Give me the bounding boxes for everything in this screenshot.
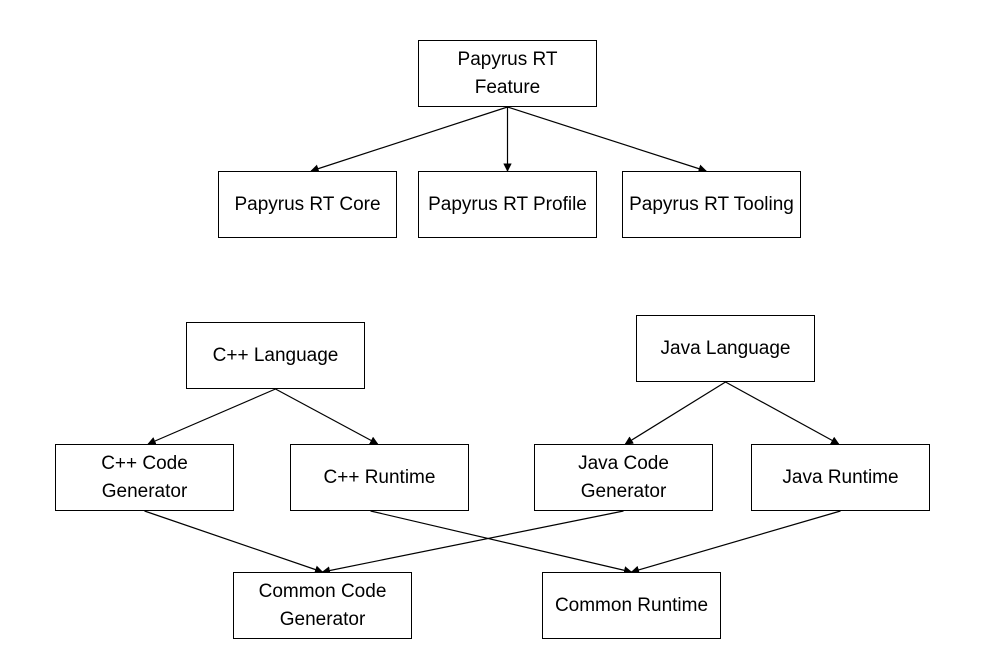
edge-cpp-runtime-to-common-runtime (370, 510, 633, 575)
cpp-language-box: C++ Language (186, 322, 365, 389)
papyrus-rt-core-box: Papyrus RT Core (218, 171, 397, 238)
java-code-generator-label: Java Code Generator (578, 452, 669, 502)
cpp-runtime-label: C++ Runtime (323, 466, 436, 488)
common-code-generator-box: Common Code Generator (233, 572, 412, 639)
java-language-box: Java Language (636, 315, 815, 382)
edge-cpp-language-to-cpp-runtime (275, 388, 379, 445)
edge-papyrus-rt-feature-to-papyrus-rt-core (310, 106, 508, 173)
edge-cpp-language-to-cpp-code-generator (147, 388, 276, 445)
common-runtime-box: Common Runtime (542, 572, 721, 639)
edge-papyrus-rt-feature-to-papyrus-rt-tooling (507, 106, 707, 173)
papyrus-rt-core-label: Papyrus RT Core (234, 193, 381, 215)
papyrus-rt-profile-label: Papyrus RT Profile (428, 193, 587, 215)
cpp-code-generator-label: C++ Code Generator (101, 452, 188, 502)
cpp-code-generator-box: C++ Code Generator (55, 444, 234, 511)
java-runtime-label: Java Runtime (782, 466, 899, 488)
papyrus-rt-feature-label: Papyrus RT Feature (457, 48, 558, 98)
edge-cpp-code-generator-to-common-code-generator (144, 510, 324, 574)
common-runtime-label: Common Runtime (554, 594, 709, 616)
edge-java-language-to-java-code-generator (624, 381, 726, 445)
common-code-generator-label: Common Code Generator (258, 580, 387, 630)
papyrus-rt-feature-box: Papyrus RT Feature (418, 40, 597, 107)
edge-java-language-to-java-runtime (725, 381, 840, 445)
papyrus-rt-profile-box: Papyrus RT Profile (418, 171, 597, 238)
java-code-generator-box: Java Code Generator (534, 444, 713, 511)
papyrus-rt-tooling-label: Papyrus RT Tooling (629, 193, 794, 215)
java-language-label: Java Language (660, 337, 791, 359)
java-runtime-box: Java Runtime (751, 444, 930, 511)
edge-java-runtime-to-common-runtime (630, 510, 841, 574)
cpp-language-label: C++ Language (212, 344, 339, 366)
cpp-runtime-box: C++ Runtime (290, 444, 469, 511)
edge-java-code-generator-to-common-code-generator (321, 510, 624, 575)
papyrus-rt-tooling-box: Papyrus RT Tooling (622, 171, 801, 238)
